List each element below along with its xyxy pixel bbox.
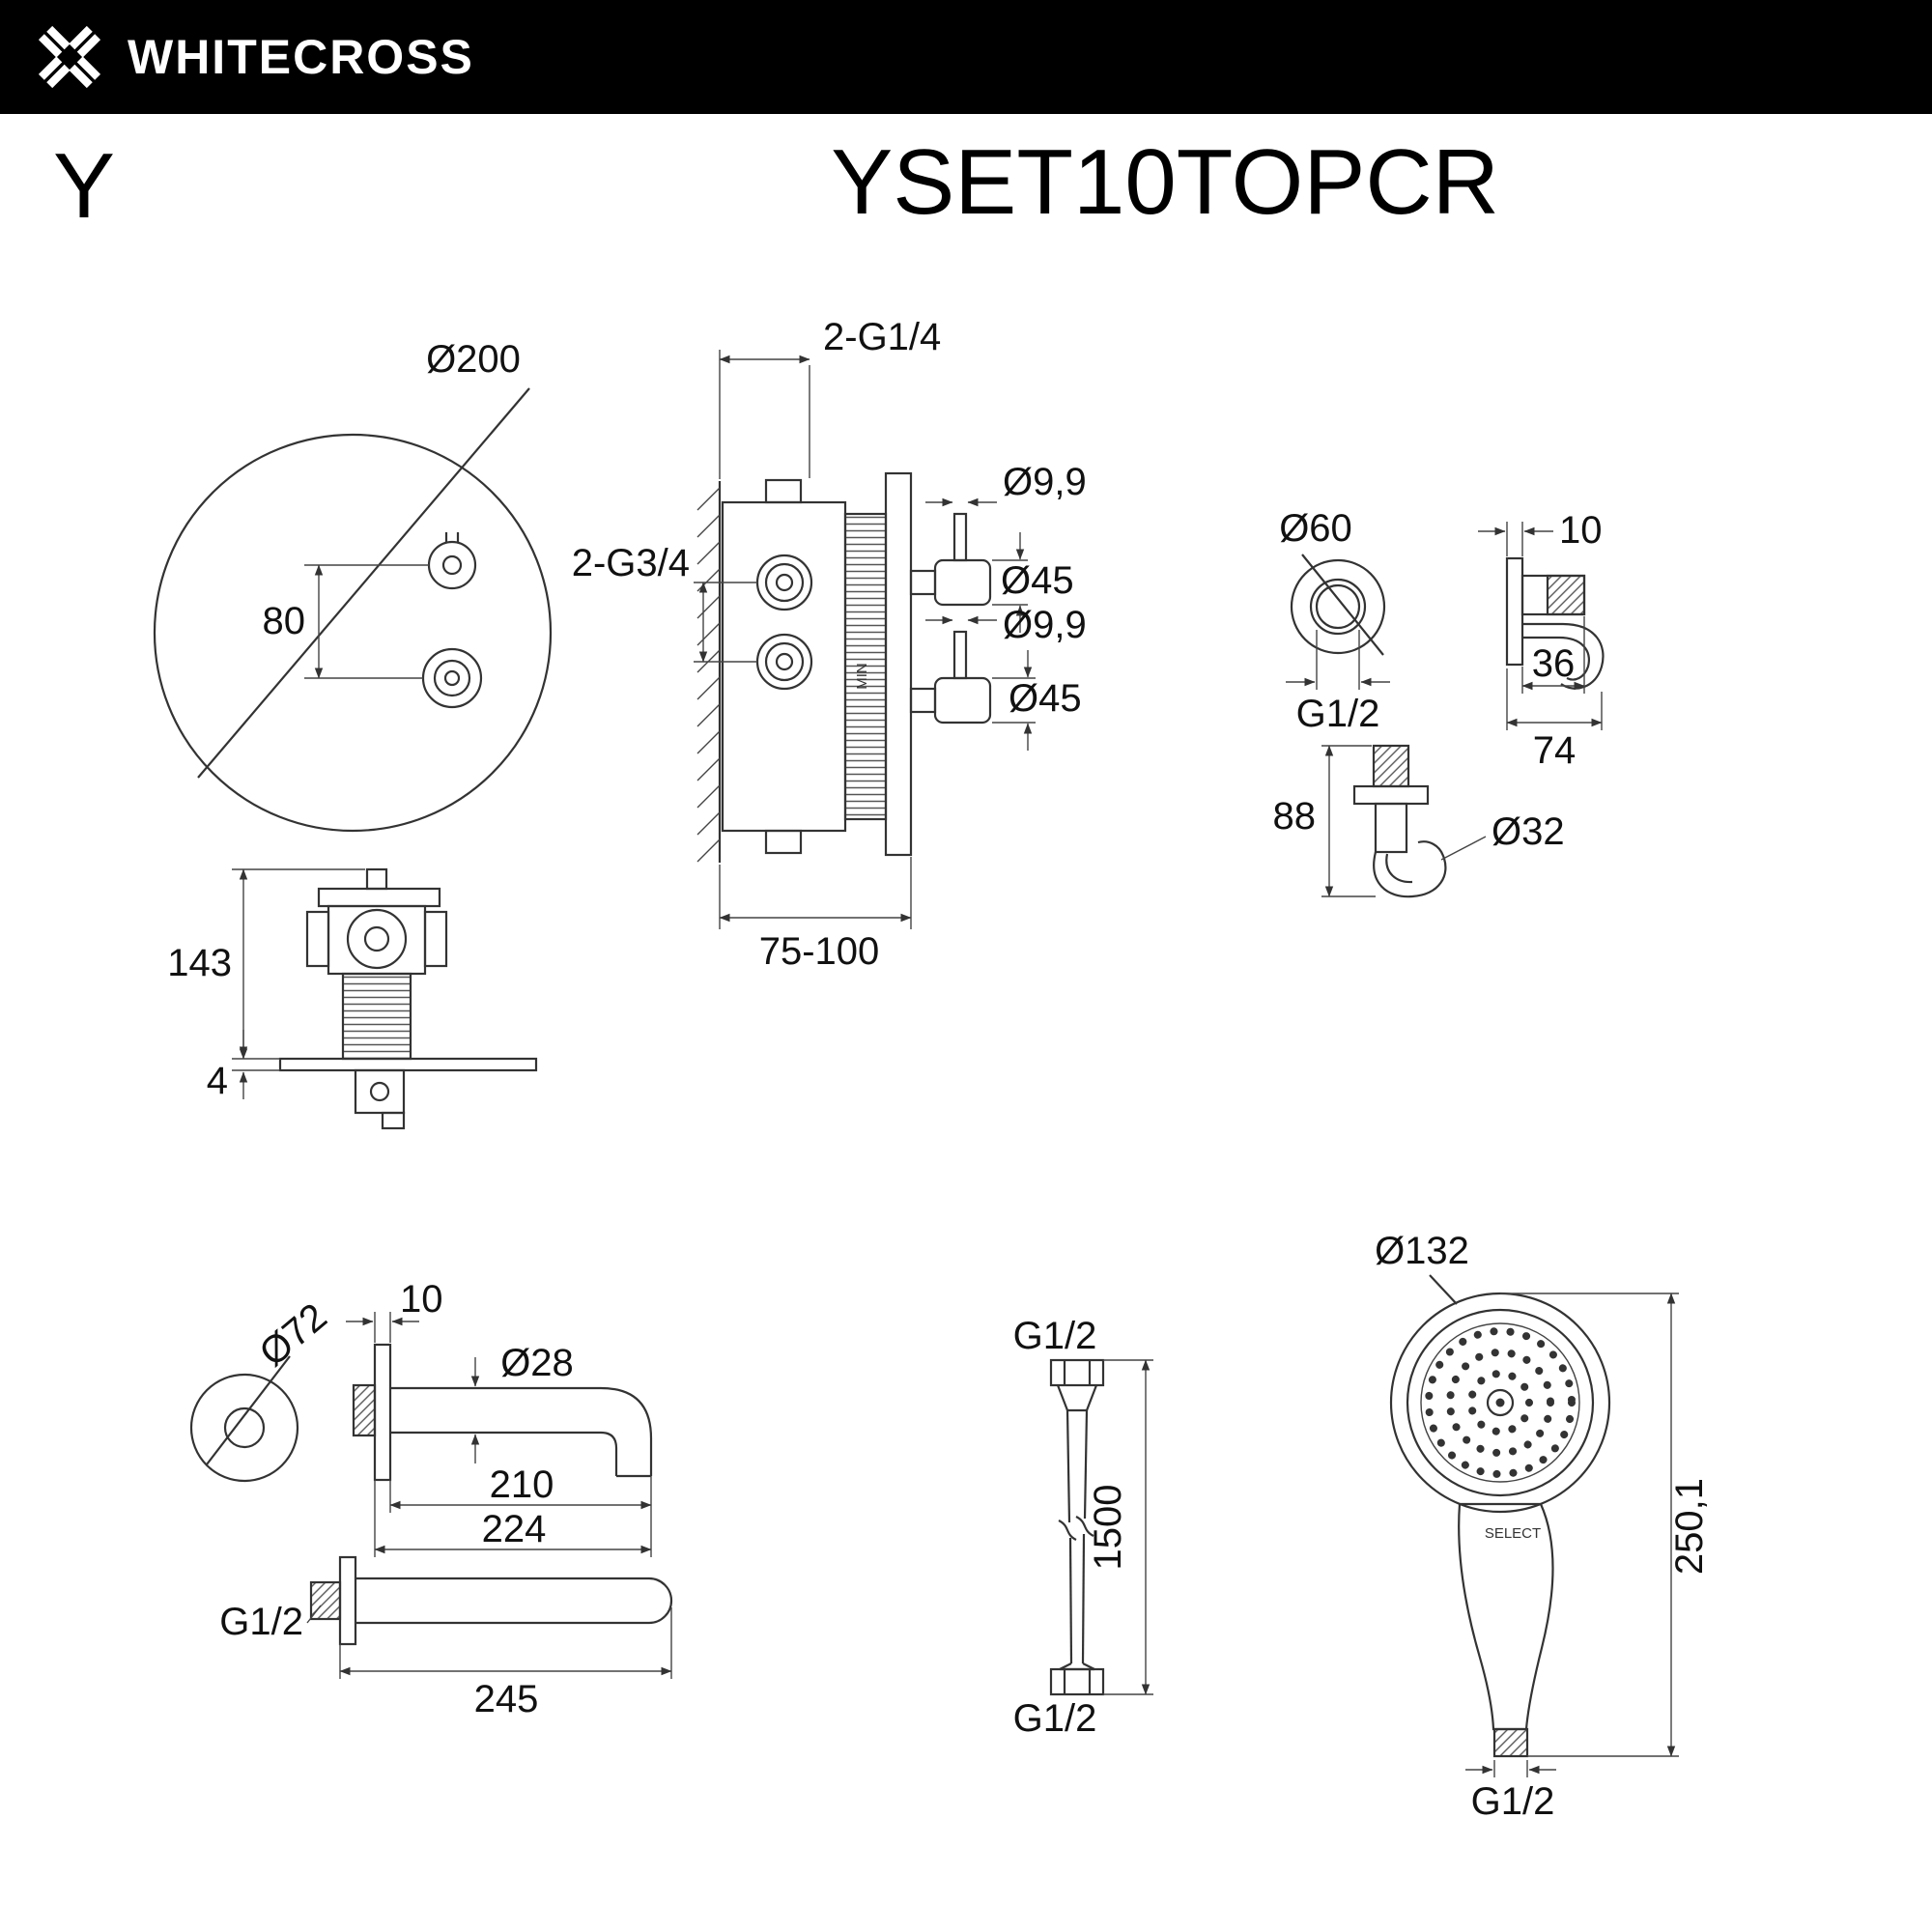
dim-handle-spacing: 80 bbox=[263, 600, 306, 642]
dim-outlet-thread: G1/2 bbox=[1296, 693, 1380, 735]
valve-cartridge bbox=[843, 512, 888, 821]
dim-outlet-depth: 74 bbox=[1533, 729, 1577, 772]
dim-hose-thread-bottom: G1/2 bbox=[1013, 1697, 1097, 1740]
valve-body bbox=[721, 500, 847, 833]
dim-rough-height: 143 bbox=[167, 942, 232, 984]
dim-holder-diameter: Ø32 bbox=[1492, 810, 1565, 853]
drawing-valve-section: MIN 2-G1/4 2-G3/4 Ø9,9 bbox=[572, 316, 1087, 973]
dim-outlet-face: Ø60 bbox=[1279, 507, 1352, 550]
brand-name: WHITECROSS bbox=[128, 30, 474, 84]
dim-handshower-length: 250,1 bbox=[1668, 1478, 1711, 1575]
dim-stem-top: Ø9,9 bbox=[1003, 461, 1087, 503]
label-min: MIN bbox=[854, 663, 870, 690]
brand-header: WHITECROSS bbox=[0, 0, 1932, 114]
outlet-face-circle bbox=[1290, 558, 1386, 655]
model-number: YSET10TOPCR bbox=[831, 130, 1499, 234]
handshower-thread bbox=[1492, 1727, 1529, 1758]
dim-handshower-thread: G1/2 bbox=[1471, 1780, 1555, 1823]
series-title: Y bbox=[53, 134, 116, 238]
valve-handle-top bbox=[933, 558, 992, 607]
dim-spout-reach: 210 bbox=[490, 1463, 554, 1506]
handshower-holder-hook bbox=[1373, 840, 1447, 898]
drawing-trim-plate-front: Ø200 80 bbox=[153, 338, 553, 833]
dim-spout-reach-total: 224 bbox=[482, 1508, 547, 1550]
spout-tube bbox=[355, 1577, 673, 1625]
spout-flange-circle bbox=[189, 1373, 299, 1483]
dim-handle-top: Ø45 bbox=[1001, 559, 1074, 602]
top-handle-knob bbox=[427, 540, 477, 590]
outlet-wall-plate bbox=[1505, 556, 1524, 667]
rough-body-housing bbox=[327, 904, 427, 976]
dim-spout-flange: Ø72 bbox=[252, 1295, 335, 1375]
dim-handle-bottom: Ø45 bbox=[1009, 677, 1082, 720]
dim-outlet-plate: 10 bbox=[1559, 509, 1603, 552]
dim-rough-plate: 4 bbox=[207, 1060, 228, 1102]
dim-top-ports: 2-G1/4 bbox=[823, 316, 941, 358]
dim-outlet-height: 88 bbox=[1273, 795, 1317, 838]
spout-wall-plate bbox=[373, 1343, 392, 1482]
drawing-hand-shower: SELECT Ø132 250,1 G1/2 bbox=[1375, 1230, 1711, 1823]
drawing-hose: G1/2 1500 G1/2 bbox=[1013, 1315, 1153, 1740]
dim-spout-plate: 10 bbox=[400, 1278, 443, 1321]
dim-spout-thread: G1/2 bbox=[219, 1601, 303, 1643]
dim-hose-length: 1500 bbox=[1087, 1485, 1129, 1571]
hose-fitting-bottom bbox=[1049, 1667, 1105, 1696]
drawing-rough-body: 143 4 bbox=[167, 867, 538, 1130]
drawing-spout: Ø72 10 Ø28 210 224 bbox=[189, 1278, 673, 1720]
spout-elbow bbox=[600, 1386, 653, 1478]
rough-body-plate bbox=[278, 1057, 538, 1072]
rough-body-thread bbox=[341, 972, 412, 1061]
dim-outlet-stub: 36 bbox=[1532, 642, 1576, 685]
label-select: SELECT bbox=[1485, 1525, 1541, 1542]
dim-spout-pipe: Ø28 bbox=[500, 1342, 574, 1384]
hose-fitting-top bbox=[1049, 1358, 1105, 1387]
dim-hose-thread-top: G1/2 bbox=[1013, 1315, 1097, 1357]
drawing-wall-outlet: Ø60 G1/2 10 36 74 bbox=[1273, 507, 1605, 898]
dim-spout-length: 245 bbox=[474, 1678, 539, 1720]
valve-handle-bottom bbox=[933, 676, 992, 724]
dim-plate-diameter: Ø200 bbox=[426, 338, 521, 381]
valve-face-plate bbox=[884, 471, 913, 857]
dim-head-diameter: Ø132 bbox=[1375, 1230, 1469, 1272]
whitecross-logo-icon bbox=[37, 24, 102, 90]
trim-plate-circle bbox=[153, 433, 553, 833]
bottom-handle-knob bbox=[421, 647, 483, 709]
dim-stem-bottom: Ø9,9 bbox=[1003, 604, 1087, 646]
dim-install-depth: 75-100 bbox=[759, 930, 880, 973]
dim-side-ports: 2-G3/4 bbox=[572, 542, 690, 584]
